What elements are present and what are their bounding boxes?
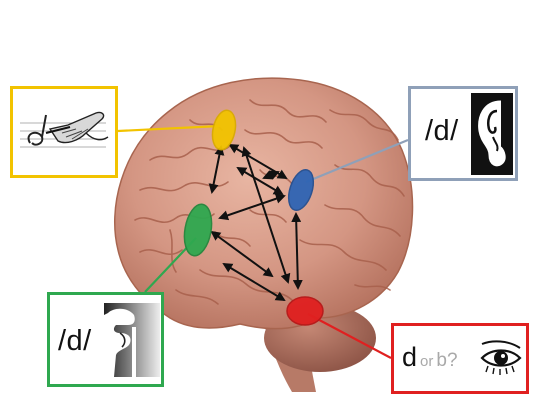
articulatory-box: /d/ (47, 292, 164, 387)
eye-icon (480, 340, 522, 375)
writing-region (211, 109, 237, 151)
visual-question-mark: ? (446, 350, 458, 371)
visual-letter: d (402, 342, 418, 372)
auditory-box: /d/ (408, 86, 518, 181)
articulatory-region (183, 203, 213, 257)
auditory-phoneme: /d/ (425, 115, 459, 147)
network-arrows (208, 143, 303, 302)
hand-writing-icon (20, 111, 109, 148)
vocal-tract-icon (104, 303, 160, 377)
writing-box (10, 86, 118, 178)
connector-red (307, 313, 392, 359)
connector-yellow (117, 124, 221, 133)
ear-icon (471, 93, 513, 175)
auditory-region (287, 168, 315, 212)
visual-alt-letter: b (436, 350, 447, 371)
articulatory-phoneme: /d/ (58, 325, 92, 357)
connector-blue (305, 138, 409, 184)
visual-region (286, 296, 324, 326)
visual-or: or (420, 353, 434, 370)
